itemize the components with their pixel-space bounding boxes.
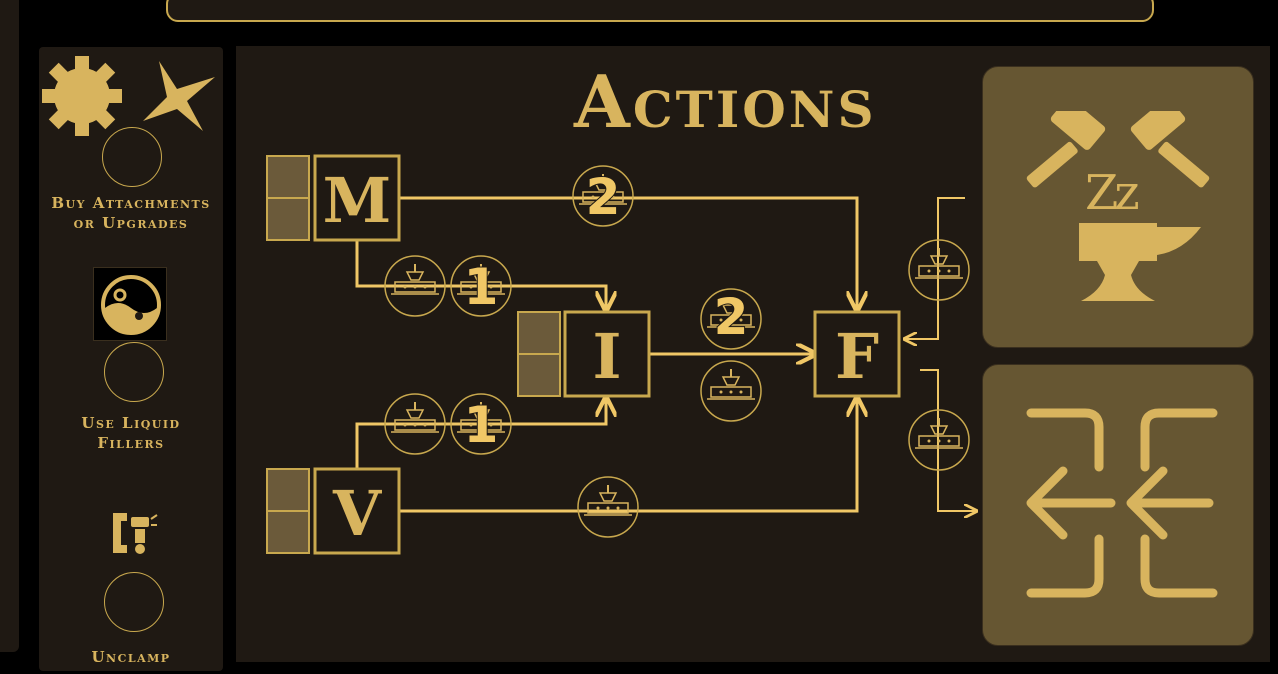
rest-text: Zz: [1085, 165, 1140, 221]
i-slot-bottom[interactable]: [517, 353, 561, 397]
unclamp-slot[interactable]: [104, 572, 164, 632]
v-slot-bottom[interactable]: [266, 510, 310, 554]
node-v[interactable]: [313, 467, 401, 555]
node-m[interactable]: [313, 154, 401, 242]
edge-m-f: [398, 196, 857, 308]
node-i-letter: I: [592, 320, 621, 393]
node-f[interactable]: [813, 310, 901, 398]
rest-card[interactable]: Zz: [982, 66, 1254, 348]
cost-v-i: 1: [464, 396, 499, 454]
buy-upgrades-label: Buy Attachments or Upgrades: [51, 194, 211, 232]
unclamp-label: Unclamp: [91, 648, 171, 666]
node-m-letter: M: [323, 164, 392, 237]
compress-arrows-icon: [1026, 408, 1218, 598]
machine-icon: [577, 476, 639, 538]
machine-icon: [700, 360, 762, 422]
i-slot-top[interactable]: [517, 311, 561, 355]
edge-v-f: [398, 400, 857, 513]
cost-m-i: 1: [464, 258, 499, 316]
m-slot-top[interactable]: [266, 155, 310, 199]
edge-rest-f: [906, 197, 965, 339]
cost-m-f: 2: [586, 168, 621, 226]
cost-i-f: 2: [714, 288, 749, 346]
use-liquid-fillers-slot[interactable]: [104, 342, 164, 402]
anvil-icon: [1079, 223, 1201, 301]
buy-upgrades-slot[interactable]: [102, 127, 162, 187]
compress-card[interactable]: [982, 364, 1254, 646]
use-liquid-fillers-label: Use Liquid Fillers: [81, 414, 181, 452]
flow-diagram: M I V F 2 1 2 1: [266, 154, 1270, 555]
m-slot-bottom[interactable]: [266, 197, 310, 241]
node-f-letter: F: [835, 320, 879, 393]
top-bar: [166, 0, 1154, 22]
sidebar: Buy Attachments or Upgrades Use Liquid F…: [39, 47, 223, 671]
node-i[interactable]: [563, 310, 651, 398]
v-slot-top[interactable]: [266, 468, 310, 512]
left-edge-panel: [0, 0, 19, 652]
node-v-letter: V: [332, 477, 382, 550]
clamp-icon: [113, 513, 158, 554]
hammers-icon: [1026, 111, 1210, 188]
page-title: Actions: [574, 59, 877, 144]
gear-icon: [42, 56, 122, 136]
liquid-filler-button[interactable]: [93, 267, 167, 341]
star-icon: [143, 61, 215, 131]
liquid-filler-icon: [101, 275, 161, 335]
